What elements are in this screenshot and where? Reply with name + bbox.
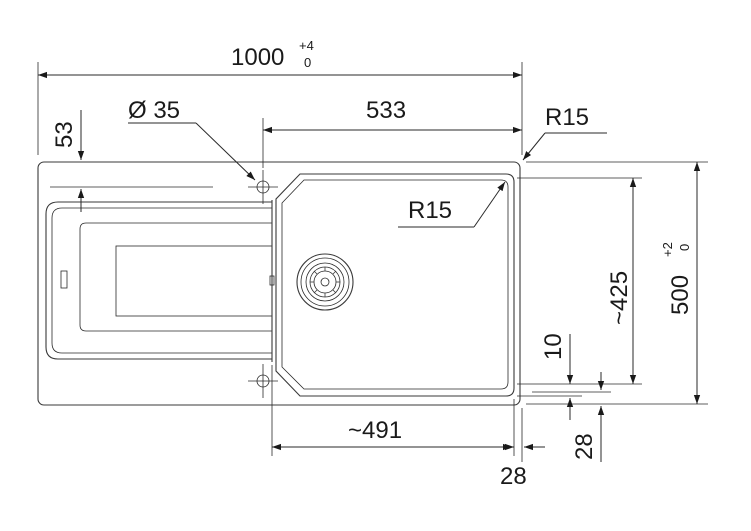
dim-overall-depth-tol-lower: 0 <box>677 244 692 251</box>
drainer-rim <box>51 207 272 354</box>
dim-overall-width-tol-lower: 0 <box>304 55 311 70</box>
dim-tap-hole: Ø 35 <box>128 97 256 181</box>
sink-outer-edge <box>37 161 521 406</box>
joint-clip <box>269 275 275 286</box>
dim-bowl-depth: ~425 <box>517 177 642 385</box>
tap-hole-top <box>248 170 278 204</box>
dim-overall-depth: 500 +2 0 <box>526 161 708 405</box>
dim-overall-depth-label: 500 <box>667 275 694 315</box>
dim-tap-hole-label: Ø 35 <box>128 97 180 124</box>
tap-hole-bottom <box>248 364 278 398</box>
dim-right-margin-lower: 28 <box>532 372 611 462</box>
sink-outline <box>37 161 521 406</box>
bowl-inner-edge <box>281 179 509 390</box>
dim-bowl-width: 533 <box>262 97 522 168</box>
drainer-groove-panel <box>115 245 273 317</box>
drain-ring-2 <box>300 257 350 307</box>
dim-outer-radius-label: R15 <box>545 104 589 131</box>
dim-bottom-margin: 10 <box>517 333 582 420</box>
drainer-board <box>45 200 275 362</box>
drain-ring-3 <box>305 262 345 302</box>
dim-inner-radius-label: R15 <box>408 197 452 224</box>
dim-bowl-length: ~491 <box>271 365 515 456</box>
drain-strainer-holes <box>310 267 340 297</box>
drain-waste <box>296 253 354 311</box>
dim-right-margin-lower-label: 28 <box>571 433 598 460</box>
dim-bowl-width-label: 533 <box>366 97 406 124</box>
sink-bowl <box>275 173 515 397</box>
dim-bowl-depth-label: ~425 <box>606 271 633 325</box>
dim-right-margin-label: 28 <box>500 463 527 490</box>
dim-overall-depth-tol-upper: +2 <box>660 242 675 257</box>
drain-ring-5 <box>313 270 337 294</box>
bowl-outer-edge <box>275 173 515 397</box>
dim-overall-width-label: 1000 <box>231 44 284 71</box>
dim-inner-radius: R15 <box>398 181 506 228</box>
drainer-outer-edge <box>45 201 272 360</box>
dim-bowl-length-label: ~491 <box>348 417 402 444</box>
drainer-inner-panel <box>79 222 272 332</box>
dim-overall-width-tol-upper: +4 <box>299 38 314 53</box>
drain-center <box>320 277 330 287</box>
dim-bottom-margin-label: 10 <box>540 333 567 360</box>
drain-outer-ring <box>296 253 354 311</box>
dim-top-offset-label: 53 <box>51 121 78 148</box>
dim-overall-width: 1000 +4 0 <box>37 38 523 155</box>
overflow-slot <box>60 270 68 289</box>
dim-right-margin: 28 <box>495 408 545 490</box>
dim-outer-radius: R15 <box>522 104 607 161</box>
dim-top-offset: 53 <box>50 110 213 212</box>
